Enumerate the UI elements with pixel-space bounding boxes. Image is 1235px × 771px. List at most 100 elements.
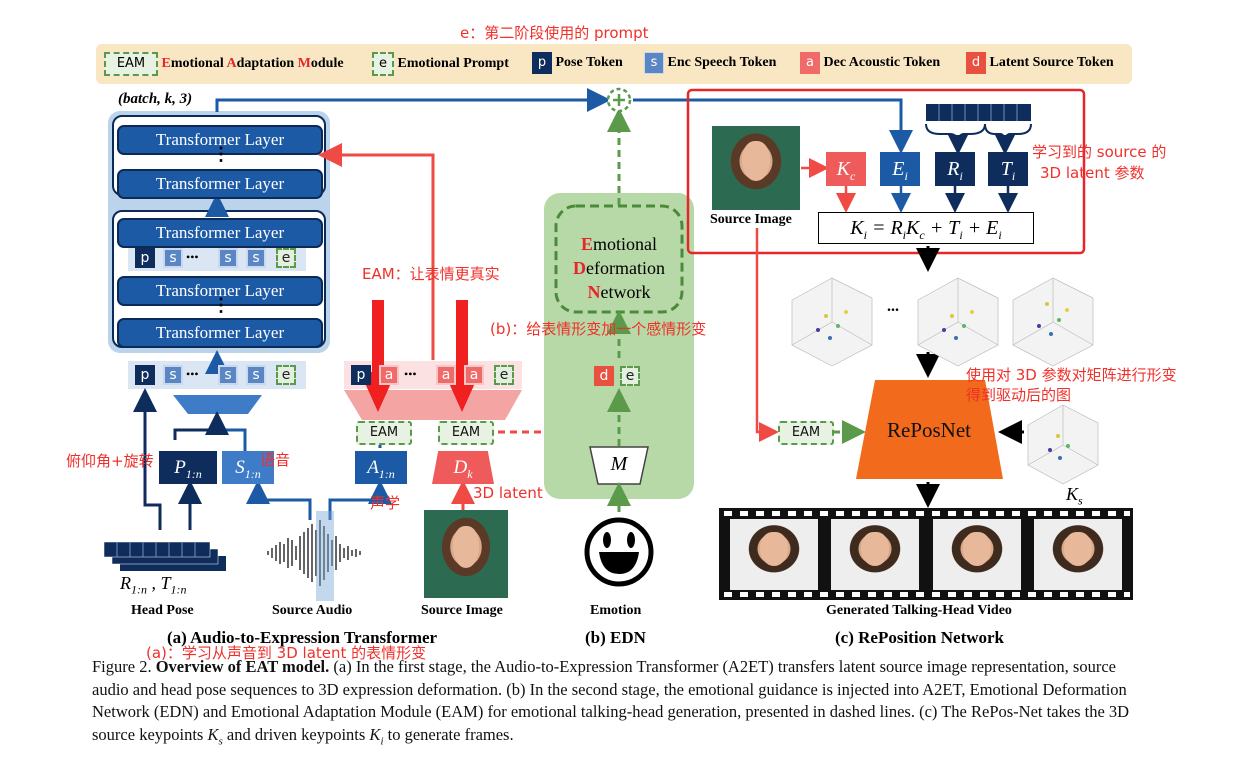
legend-d-text: Latent Source Token (989, 55, 1114, 71)
token-s-enc-2: s (218, 365, 238, 385)
token-e-enc: e (276, 365, 296, 385)
shape-label: (batch, k, 3) (118, 91, 193, 107)
token-e-inner: e (276, 248, 296, 268)
ks-label: Ks (1066, 484, 1083, 508)
decoder-trapezoid (344, 390, 522, 420)
note-acoustic: 声学 (370, 494, 401, 512)
pose-block: P1:n (159, 451, 217, 484)
token-a-dec-2: a (436, 365, 456, 385)
note-latent3d: 3D latent (473, 484, 543, 502)
keypoint-formula: Ki = RiKc + Ti + Ei (818, 212, 1034, 244)
note-learned: 学习到的 source 的 (1032, 143, 1167, 161)
note-deform: 使用对 3D 参数对矩阵进行形变 (966, 366, 1177, 384)
source-image-label: Source Image (421, 603, 503, 618)
source-image-repos (712, 126, 800, 210)
token-p-dec: p (351, 365, 371, 385)
token-ellipsis-inner: ••• (186, 250, 199, 264)
token-d-edn: d (594, 366, 614, 386)
ei-block: Ei (880, 152, 920, 186)
legend-eam: EAM Emotional Adaptation Module (104, 52, 344, 76)
legend-eam-chip: EAM (104, 52, 158, 76)
video-frame-2 (831, 519, 919, 590)
note-edn: (b)：给表情形变加一个感情形变 (490, 320, 707, 338)
token-a-dec-1: a (379, 365, 399, 385)
reposnet-label: RePosNet (887, 418, 971, 442)
ti-block: Ti (988, 152, 1028, 186)
legend-a-text: Dec Acoustic Token (823, 55, 941, 71)
reposnet-trapezoid (856, 380, 1003, 479)
legend-s-text: Enc Speech Token (667, 55, 777, 71)
audio-waveform (267, 520, 361, 586)
edn-title: Emotional Deformation Network (573, 234, 665, 302)
video-frame-4 (1034, 519, 1122, 590)
legend-e-text: Emotional Prompt (397, 56, 509, 72)
token-e-dec: e (494, 365, 514, 385)
video-frame-1 (730, 519, 818, 590)
subcaption-c: (c) RePosition Network (835, 628, 1005, 647)
transformer-layer-2: Transformer Layer (117, 169, 323, 199)
token-p-enc: p (135, 365, 155, 385)
encoder-trapezoid (173, 395, 262, 414)
eam-module-repos: EAM (778, 421, 834, 445)
token-p-inner: p (135, 248, 155, 268)
subcaption-b: (b) EDN (585, 628, 646, 647)
legend-d: d Latent Source Token (966, 52, 1114, 74)
figure-caption: Figure 2. Overview of EAT model. (a) In … (92, 657, 1130, 747)
emotion-label: Emotion (590, 603, 642, 618)
source-image-label-repos: Source Image (710, 212, 792, 227)
source-audio-label: Source Audio (272, 603, 353, 618)
transformer-layer-3: Transformer Layer (117, 218, 323, 248)
acoustic-block: A1:n (355, 451, 407, 484)
token-ellipsis-enc: ••• (186, 367, 199, 381)
note-deform-2: 得到驱动后的图 (966, 386, 1072, 404)
legend-s-chip: s (644, 52, 664, 74)
legend-e: e Emotional Prompt (372, 52, 509, 76)
token-s-inner-1: s (163, 248, 183, 268)
legend-p-text: Pose Token (555, 55, 623, 71)
note-eam: EAM：让表情更真实 (362, 265, 500, 283)
video-frame-3 (933, 519, 1021, 590)
note-pose: 俯仰角+旋转 (66, 452, 154, 470)
note-speech: 语音 (260, 451, 291, 469)
speech-block: S1:n (222, 451, 274, 484)
head-pose-stack (103, 541, 226, 571)
transformer-layer-5: Transformer Layer (117, 318, 323, 348)
layer-dots-2: ⋮ (212, 295, 230, 315)
source-image-a2et (424, 510, 508, 598)
token-s-inner-2: s (218, 248, 238, 268)
token-e-edn: e (620, 366, 640, 386)
keypoint-plot-3 (1012, 277, 1094, 367)
token-s-enc-1: s (163, 365, 183, 385)
note-learned-2: 3D latent 参数 (1040, 164, 1145, 182)
transformer-layer-4: Transformer Layer (117, 276, 323, 306)
token-s-inner-3: s (246, 248, 266, 268)
legend-p-chip: p (532, 52, 552, 74)
eam-module-audio: EAM (356, 421, 412, 445)
eam-module-latent: EAM (438, 421, 494, 445)
legend-s: s Enc Speech Token (644, 52, 776, 74)
legend-p: p Pose Token (532, 52, 623, 74)
keypoint-plot-source (1027, 404, 1099, 485)
token-ellipsis-dec: ••• (404, 367, 417, 381)
top-note: e：第二阶段使用的 prompt (460, 24, 649, 42)
legend-e-chip: e (372, 52, 394, 76)
legend: EAM Emotional Adaptation Module e Emotio… (96, 44, 1132, 84)
legend-a-chip: a (800, 52, 820, 74)
emotion-emoji (584, 517, 654, 587)
token-a-dec-3: a (464, 365, 484, 385)
note-a: (a)：学习从声音到 3D latent 的表情形变 (146, 644, 427, 662)
head-pose-label: Head Pose (131, 603, 194, 618)
edn-m-trapezoid (589, 446, 649, 485)
subcaption-a: (a) Audio-to-Expression Transformer (167, 628, 438, 647)
kc-block: Kc (826, 152, 866, 186)
keypoint-plot-1 (791, 277, 873, 367)
ri-block: Ri (935, 152, 975, 186)
plot-ellipsis: ... (887, 298, 899, 315)
video-label: Generated Talking-Head Video (826, 603, 1012, 618)
legend-eam-text: Emotional Adaptation Module (161, 56, 344, 72)
legend-a: a Dec Acoustic Token (800, 52, 940, 74)
pose-label: R1:n , T1:n (120, 573, 187, 597)
transformer-layer-1: Transformer Layer (117, 125, 323, 155)
edn-m-label: M (610, 453, 628, 475)
layer-dots-1: ⋮ (212, 144, 230, 164)
